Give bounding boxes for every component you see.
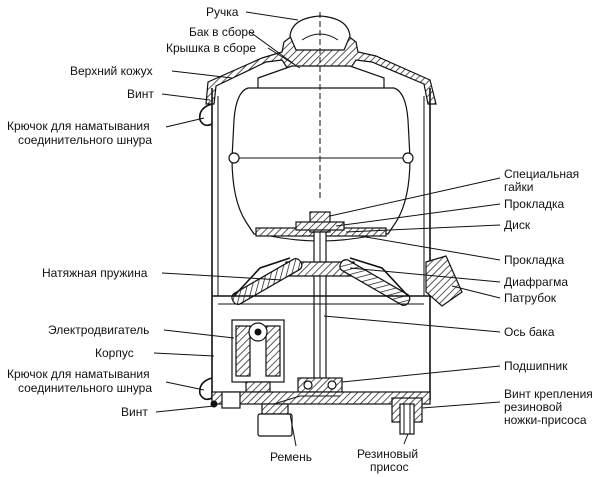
label-disc: Диск (504, 218, 531, 232)
label-diaphragm: Диафрагма (504, 275, 568, 289)
label-special-nut: Специальная гайки (504, 167, 582, 194)
leader-lines (153, 11, 501, 447)
rubber-foot (391, 397, 423, 435)
label-cord-hook-top: Крючок для наматывания соединительного ш… (7, 119, 153, 147)
label-housing: Корпус (95, 346, 134, 360)
label-suction-cup: Резиновый присос (357, 447, 421, 474)
label-gasket-mid: Прокладка (504, 253, 565, 267)
branch-pipe (425, 255, 463, 307)
label-upper-casing: Верхний кожух (70, 64, 153, 78)
label-lid-assembly: Крышка в сборе (166, 41, 256, 55)
label-tension-spring: Натяжная пружина (42, 266, 148, 280)
lid (257, 65, 385, 91)
label-bearing: Подшипник (504, 359, 568, 373)
labels: Ручка Бак в сборе Крышка в сборе Верхний… (7, 5, 596, 474)
label-cord-hook-bottom: Крючок для наматывания соединительного ш… (7, 367, 153, 395)
label-branch-pipe: Патрубок (504, 291, 557, 305)
label-tank-assembly: Бак в сборе (189, 25, 255, 39)
label-motor: Электродвигатель (48, 323, 149, 337)
label-gasket-top: Прокладка (504, 197, 565, 211)
tension-spring-right (339, 259, 411, 306)
label-tank-axis: Ось бака (504, 325, 555, 339)
electric-motor (231, 319, 285, 393)
cord-hook-bottom (198, 377, 213, 401)
label-foot-screw: Винт крепления резиновой ножки-присоса (504, 387, 596, 427)
label-belt: Ремень (270, 450, 312, 464)
tank (231, 87, 411, 235)
label-handle: Ручка (206, 5, 239, 19)
label-screw-bottom: Винт (121, 405, 148, 419)
machine-body (198, 12, 463, 437)
tension-spring-left (231, 258, 303, 305)
label-screw-top: Винт (127, 87, 154, 101)
cord-hook-top (198, 103, 213, 127)
